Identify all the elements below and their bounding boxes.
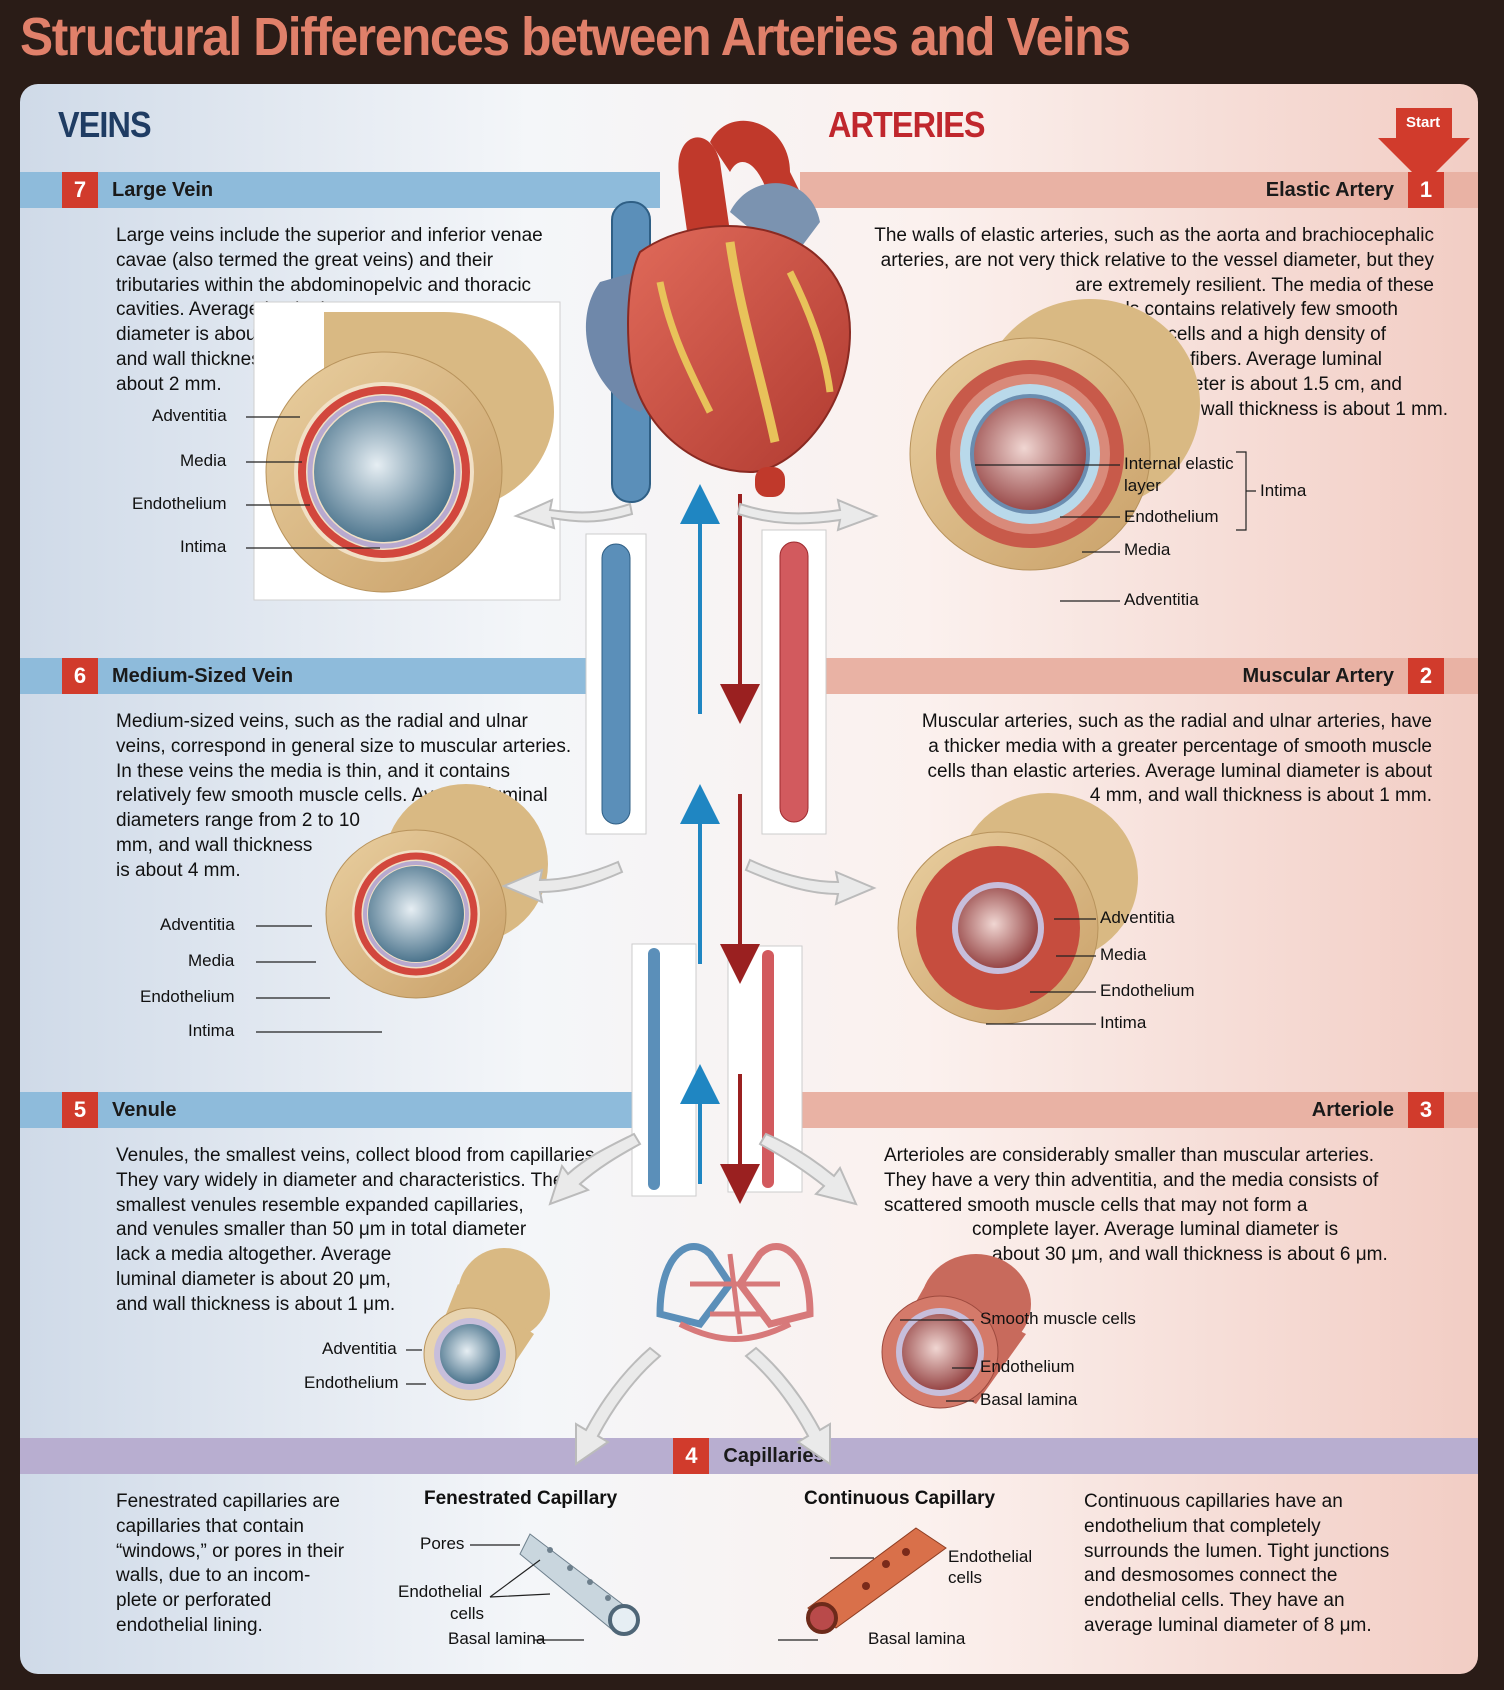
muscular-artery-illustration bbox=[897, 793, 1138, 1025]
leader-lines bbox=[246, 416, 1256, 1641]
large-vein-label-media: Media bbox=[180, 451, 227, 470]
flow-arrows bbox=[680, 484, 760, 1204]
cont-label-cells: cells bbox=[948, 1568, 983, 1587]
cont-label-endothelial: Endothelial bbox=[948, 1547, 1033, 1566]
section-title-medium-vein: Medium-Sized Vein bbox=[112, 664, 294, 687]
medium-vein-label-endothelium: Endothelium bbox=[140, 987, 235, 1006]
page-title: Structural Differences between Arteries … bbox=[20, 7, 1131, 67]
section-title-arteriole: Arteriole bbox=[1311, 1098, 1394, 1121]
arteriole-label-endothelium: Endothelium bbox=[980, 1357, 1075, 1376]
cont-label-basal-lamina: Basal lamina bbox=[868, 1629, 966, 1648]
muscular-artery-description: Muscular arteries, such as the radial an… bbox=[921, 711, 1432, 807]
band-capillaries: 4 Capillaries bbox=[20, 1438, 1478, 1474]
section-title-venule: Venule bbox=[112, 1098, 177, 1121]
elastic-artery-illustration bbox=[909, 299, 1200, 571]
central-small-vein-strip bbox=[631, 943, 697, 1197]
large-vein-description: Large veins include the superior and inf… bbox=[116, 225, 543, 395]
fen-label-basal-lamina: Basal lamina bbox=[448, 1629, 546, 1648]
central-vein-strip bbox=[585, 533, 647, 835]
elastic-label-internal-elastic: Internal elastic bbox=[1124, 454, 1234, 473]
section-title-muscular-artery: Muscular Artery bbox=[1242, 664, 1394, 687]
large-vein-illustration bbox=[253, 301, 561, 601]
medium-vein-label-adventitia: Adventitia bbox=[160, 915, 235, 934]
continuous-capillary-illustration bbox=[806, 1527, 947, 1634]
band-medium-vein: 6 Medium-Sized Vein bbox=[20, 658, 640, 694]
muscular-label-media: Media bbox=[1100, 945, 1147, 964]
section-number-7: 7 bbox=[62, 172, 98, 208]
section-number-4: 4 bbox=[673, 1438, 710, 1474]
arteriole-label-smooth-muscle: Smooth muscle cells bbox=[980, 1309, 1136, 1328]
large-vein-label-intima: Intima bbox=[180, 537, 227, 556]
venule-illustration bbox=[423, 1248, 550, 1401]
muscular-label-endothelium: Endothelium bbox=[1100, 981, 1195, 1000]
branch-arrows bbox=[501, 498, 879, 1466]
muscular-label-adventitia: Adventitia bbox=[1100, 908, 1175, 927]
section-number-3: 3 bbox=[1408, 1092, 1444, 1128]
elastic-label-adventitia: Adventitia bbox=[1124, 590, 1199, 609]
fenestrated-title: Fenestrated Capillary bbox=[424, 1488, 618, 1509]
medium-vein-label-media: Media bbox=[188, 951, 235, 970]
section-number-6: 6 bbox=[62, 658, 98, 694]
fen-label-pores: Pores bbox=[420, 1534, 465, 1553]
elastic-label-internal-elastic-2: layer bbox=[1124, 476, 1161, 495]
continuous-title: Continuous Capillary bbox=[804, 1488, 996, 1509]
section-number-5: 5 bbox=[62, 1092, 98, 1128]
fen-label-endothelial: Endothelial bbox=[398, 1582, 483, 1601]
diagram-panel: VEINS ARTERIES Start 7 Large Vein Elasti… bbox=[20, 84, 1478, 1674]
central-artery-strip bbox=[761, 529, 827, 835]
fenestrated-capillary-illustration bbox=[519, 1533, 640, 1636]
section-number-2: 2 bbox=[1408, 658, 1444, 694]
medium-vein-label-intima: Intima bbox=[188, 1021, 235, 1040]
arteriole-label-basal-lamina: Basal lamina bbox=[980, 1390, 1078, 1409]
large-vein-label-endothelium: Endothelium bbox=[132, 494, 227, 513]
medium-vein-description: Medium-sized veins, such as the radial a… bbox=[116, 711, 572, 881]
venule-description: Venules, the smallest veins, collect blo… bbox=[116, 1145, 600, 1315]
fen-label-cells: cells bbox=[450, 1604, 485, 1623]
elastic-label-intima: Intima bbox=[1260, 481, 1307, 500]
band-arteriole: Arteriole 3 bbox=[780, 1092, 1478, 1128]
elastic-label-media: Media bbox=[1124, 540, 1171, 559]
venule-label-endothelium: Endothelium bbox=[304, 1373, 399, 1392]
heart-illustration bbox=[585, 120, 852, 503]
section-title-elastic-artery: Elastic Artery bbox=[1265, 178, 1394, 201]
arteriole-description: Arterioles are considerably smaller than… bbox=[884, 1145, 1388, 1266]
band-venule: 5 Venule bbox=[20, 1092, 640, 1128]
capillary-bed-illustration bbox=[656, 1243, 814, 1342]
section-title-large-vein: Large Vein bbox=[112, 178, 214, 201]
elastic-label-endothelium: Endothelium bbox=[1124, 507, 1219, 526]
section-number-1: 1 bbox=[1408, 172, 1444, 208]
band-muscular-artery: Muscular Artery 2 bbox=[800, 658, 1478, 694]
start-arrow-icon bbox=[1378, 108, 1470, 184]
muscular-label-intima: Intima bbox=[1100, 1013, 1147, 1032]
venule-label-adventitia: Adventitia bbox=[322, 1339, 397, 1358]
band-elastic-artery: Elastic Artery 1 bbox=[800, 172, 1478, 208]
band-large-vein: 7 Large Vein bbox=[20, 172, 660, 208]
section-title-capillaries: Capillaries bbox=[723, 1444, 825, 1467]
start-label: Start bbox=[1406, 114, 1441, 131]
veins-heading: VEINS bbox=[58, 104, 152, 145]
arteriole-illustration bbox=[881, 1254, 1031, 1409]
arteries-heading: ARTERIES bbox=[828, 104, 986, 145]
large-vein-label-adventitia: Adventitia bbox=[152, 406, 227, 425]
medium-vein-illustration bbox=[325, 784, 548, 999]
